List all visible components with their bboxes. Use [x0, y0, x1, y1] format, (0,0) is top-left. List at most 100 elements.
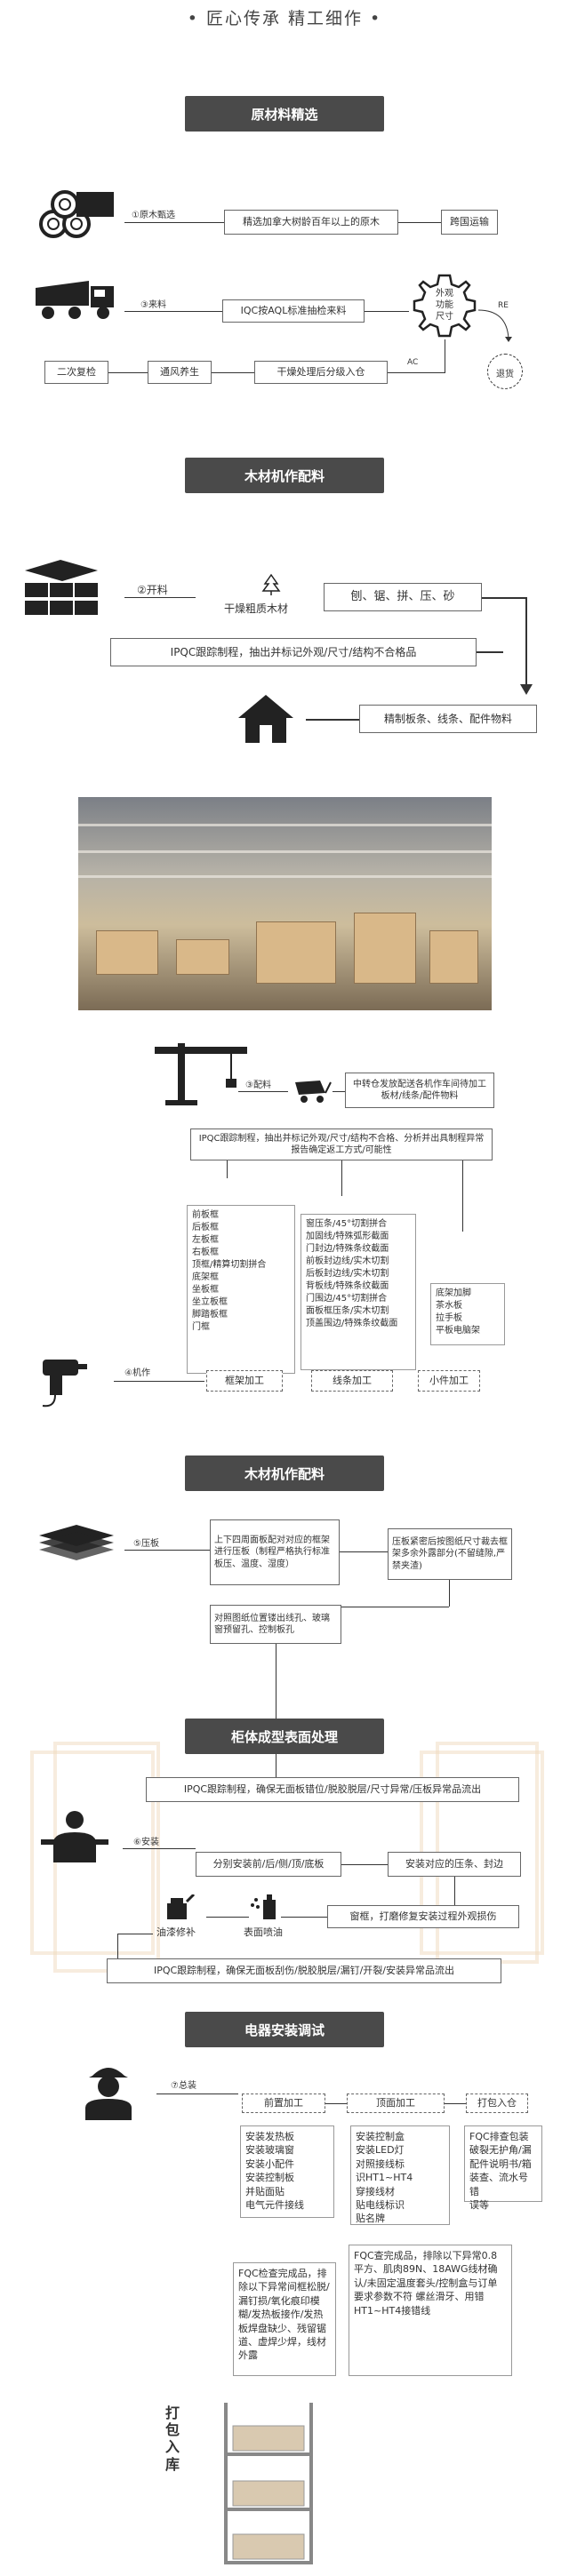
step-batching: ③配料 — [245, 1081, 271, 1090]
spray-label: 表面喷油 — [244, 1926, 283, 1938]
frame-item: 门框 — [192, 1322, 210, 1332]
wood-ops-box: 刨、锯、拼、压、砂 — [324, 583, 482, 611]
dry-box: 干燥处理后分级入仓 — [254, 361, 388, 384]
top-item: 安装控制盒 — [356, 2131, 405, 2142]
step-cutting: ②开料 — [137, 584, 168, 596]
ipqc-cabinet-box-2: IPQC跟踪制程，确保无面板刮伤/脱胶脱层/漏钉/开裂/安装异常品流出 — [107, 1958, 501, 1983]
refined-output-box: 精制板条、线条、配件物料 — [359, 705, 537, 733]
part-item: 拉手板 — [436, 1313, 462, 1323]
house-icon — [238, 695, 293, 743]
arrow-down-icon — [520, 684, 533, 695]
line-item: 前板封边线/实木切割 — [306, 1256, 389, 1266]
re-label: RE — [498, 301, 509, 310]
pack-item: 配件说明书/箱 — [469, 2157, 532, 2170]
final-pack-label: 打包入库 — [165, 2405, 180, 2473]
page-title: • 匠心传承 精工细作 • — [187, 9, 382, 28]
press-box: 上下四周面板配对对应的框架进行压板（制程严格执行标准板压、温度、湿度） — [210, 1519, 340, 1585]
frame-list: 前板框 后板框 左板框 右板框 顶框/精算切割拼合 底架框 坐板框 坐立板框 脚… — [187, 1205, 295, 1374]
return-arrow — [477, 309, 512, 342]
fqc-box-1: FQC检查完成品，排除以下异常间框松脱/漏钉损/氧化痕印模糊/发热板接作/发热板… — [233, 2262, 336, 2376]
ipqc-cabinet-box-1: IPQC跟踪制程，确保无面板错位/脱胶脱层/尺寸异常/压板异常品流出 — [146, 1777, 519, 1802]
dried-wood-label: 干燥粗质木材 — [224, 602, 289, 615]
logs-icon — [39, 190, 114, 238]
trim-box: 压板紧密后按图纸尺寸裁去框架多余外露部分(不留缝隙,严禁夹渣) — [388, 1528, 512, 1580]
top-item: 贴名牌 — [356, 2213, 385, 2225]
front-item: 电气元件接线 — [245, 2198, 304, 2211]
front-item: 安装玻璃窗 — [245, 2144, 294, 2157]
frame-item: 前板框 — [192, 1210, 219, 1220]
truck-icon — [36, 281, 114, 319]
frame-item: 左板框 — [192, 1235, 219, 1245]
install-panels-box: 分别安装前/后/侧/顶/底板 — [196, 1852, 341, 1877]
step-install: ⑥安装 — [133, 1838, 159, 1847]
step-pressing: ⑤压板 — [133, 1539, 159, 1549]
section-header-raw: 原材料精选 — [185, 96, 384, 132]
front-item: 安装发热板 — [245, 2131, 294, 2142]
top-item: 对照接线标 — [356, 2157, 405, 2170]
line-item: 窗压条/45°切割拼合 — [306, 1219, 388, 1229]
frame-item: 坐板框 — [192, 1285, 219, 1295]
boards-icon — [39, 1525, 114, 1560]
pack-item: FQC排查包装 — [469, 2131, 529, 2142]
top-list: 安装控制盒 安装LED灯 对照接线标 识HT1~HT4 穿接线材 贴电线标识 贴… — [350, 2125, 450, 2225]
section-header-material: 木材机作配料 — [185, 458, 384, 493]
engineer-icon — [85, 2068, 132, 2120]
line-item: 门封边/特殊条纹截面 — [306, 1244, 389, 1254]
paint-label: 油漆修补 — [156, 1926, 196, 1938]
front-item: 安装小配件 — [245, 2157, 294, 2170]
frame-item: 底架框 — [192, 1272, 219, 1282]
vent-box: 通风养生 — [148, 361, 212, 384]
top-process: 顶面加工 — [347, 2093, 445, 2113]
section-header-machining: 木材机作配料 — [185, 1455, 384, 1491]
part-list: 底架加脚 茶水板 拉手板 平板电脑架 — [430, 1283, 505, 1345]
drill-holes-box: 对照图纸位置镂出线孔、玻璃窗预留孔、控制板孔 — [210, 1605, 341, 1644]
shelf-icon — [224, 2403, 313, 2564]
tree-icon — [261, 573, 281, 595]
fqc-box-2: FQC查完成品，排除以下异常0.8平方、肌肉89N、18AWG线材确认/未固定温… — [349, 2245, 512, 2376]
iqc-box: IQC按AQL标准抽检来料 — [222, 299, 365, 323]
pack-item: 误等 — [469, 2198, 489, 2211]
step-log-select: ①原木甄选 — [132, 211, 175, 220]
section-header-cabinet: 柜体成型表面处理 — [185, 1719, 384, 1754]
ac-label: AC — [407, 358, 419, 367]
return-label: 退货 — [496, 370, 514, 379]
line-item: 加固线/特殊弧形截面 — [306, 1232, 389, 1241]
paint-icon — [167, 1894, 196, 1919]
transport-box: 跨国运输 — [441, 210, 498, 235]
frame-item: 脚踏板框 — [192, 1310, 228, 1320]
ipqc-mach-box: IPQC跟踪制程，抽出并标记外观/尺寸/结构不合格、分析并出具制程异常报告确定返… — [190, 1128, 493, 1160]
step-incoming: ③来料 — [140, 300, 166, 310]
return-circle — [487, 354, 523, 389]
worker-icon — [41, 1811, 108, 1862]
line-process: 线条加工 — [311, 1370, 393, 1392]
log-select-box: 精选加拿大树龄百年以上的原木 — [224, 210, 398, 235]
frame-item: 右板框 — [192, 1248, 219, 1257]
crane-icon — [155, 1043, 247, 1105]
line-list: 窗压条/45°切割拼合 加固线/特殊弧形截面 门封边/特殊条纹截面 前板封边线/… — [301, 1214, 416, 1370]
part-item: 底架加脚 — [436, 1288, 471, 1298]
line-item: 后板封边线/实木切割 — [306, 1269, 389, 1279]
gear-label: 外观 功能 尺寸 — [436, 289, 453, 322]
top-item: 贴电线标识 — [356, 2198, 405, 2211]
part-item: 茶水板 — [436, 1301, 462, 1311]
top-item: 安装LED灯 — [356, 2144, 405, 2157]
step-assembly: ⑦总装 — [171, 2081, 196, 2091]
pack-process: 打包入仓 — [466, 2093, 528, 2113]
part-process: 小件加工 — [418, 1370, 480, 1392]
transfer-box: 中转仓发放配送各机作车间待加工板材/线条/配件物料 — [345, 1073, 494, 1108]
ipqc-cutting-box: IPQC跟踪制程，抽出并标记外观/尺寸/结构不合格品 — [110, 638, 477, 666]
line-item: 面板框压条/实木切割 — [306, 1306, 389, 1316]
drill-icon — [42, 1360, 87, 1408]
step-machining: ④机作 — [124, 1368, 150, 1378]
line-item: 门围边/45°切割拼合 — [306, 1294, 388, 1304]
lumber-icon — [25, 560, 98, 615]
pack-list: FQC排查包装 破裂无护角/漏 配件说明书/箱 装查、流水号错 误等 — [464, 2125, 542, 2211]
front-item: 并贴面贴 — [245, 2185, 284, 2197]
front-process: 前置加工 — [242, 2093, 325, 2113]
spray-icon — [251, 1894, 276, 1919]
window-repair-box: 窗框，打磨修复安装过程外观损伤 — [327, 1905, 519, 1928]
recheck-box: 二次复检 — [44, 361, 108, 384]
fit-strips-box: 安装对应的压条、封边 — [388, 1852, 521, 1877]
front-item: 安装控制板 — [245, 2172, 294, 2184]
cart-icon — [295, 1081, 332, 1103]
